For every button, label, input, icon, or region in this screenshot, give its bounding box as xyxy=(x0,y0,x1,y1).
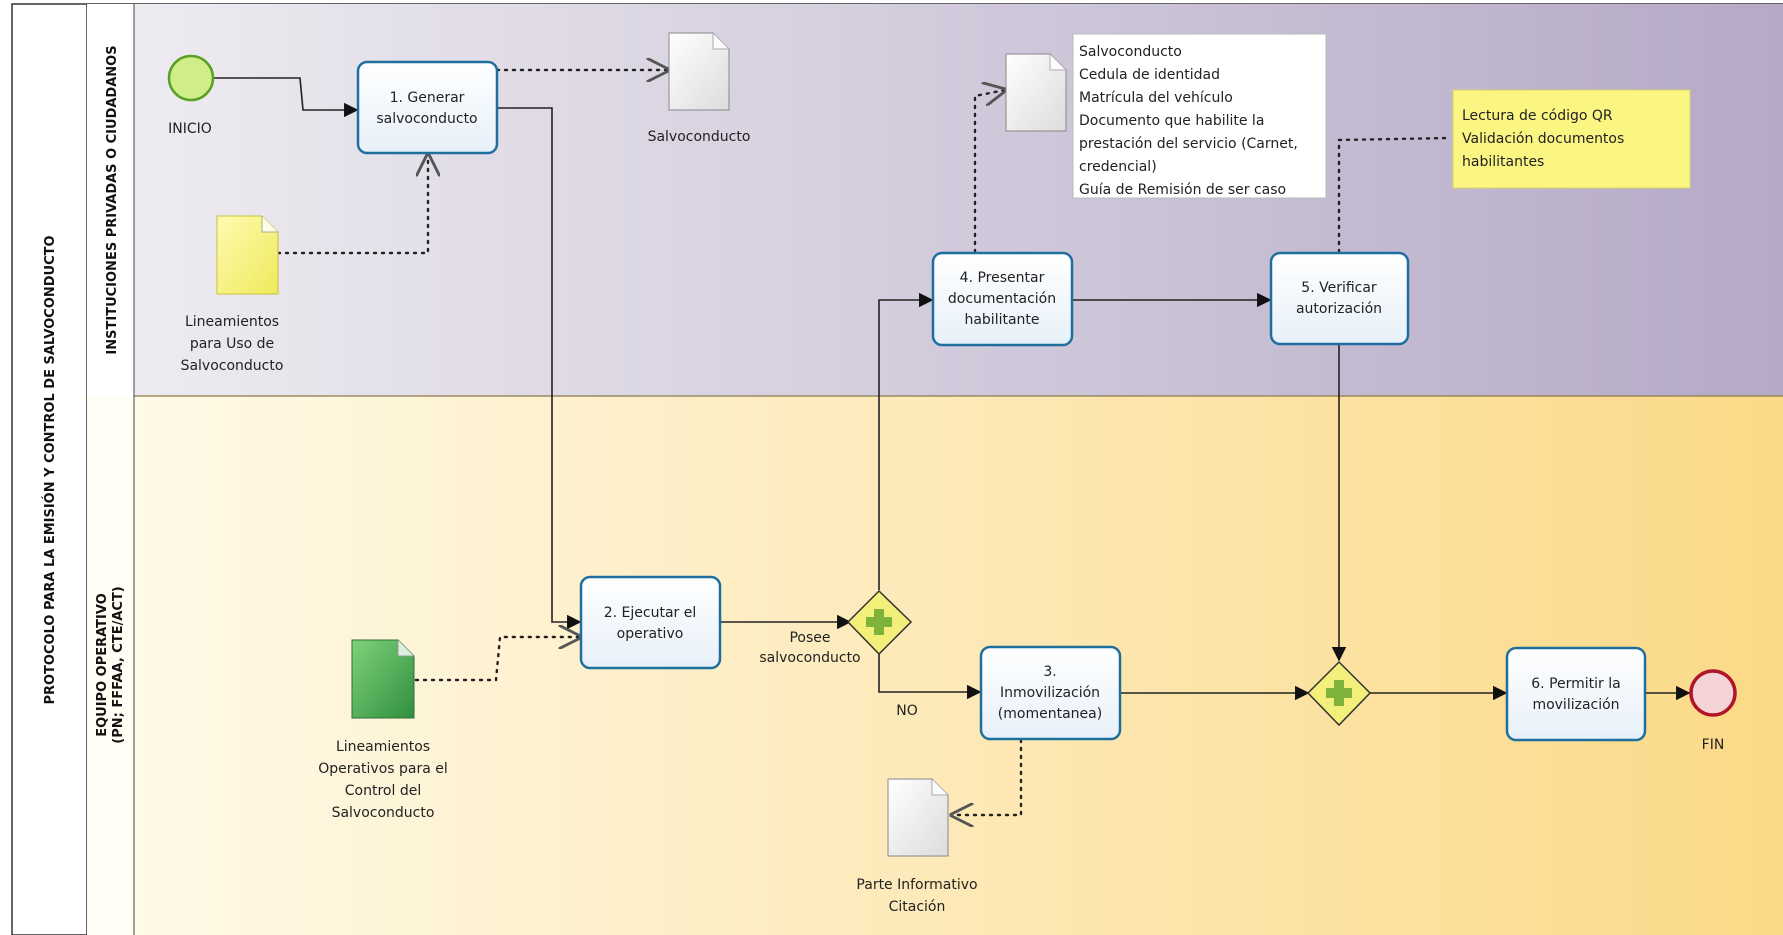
document-parte-informativo-icon[interactable] xyxy=(887,778,949,857)
lane-top-title: INSTITUCIONES PRIVADAS O CIUDADANOS xyxy=(105,45,120,354)
document-lineamientos-operativos-line2: Operativos para el xyxy=(318,761,448,777)
task-3-inmovilizacion[interactable]: 3. Inmovilización (momentanea) xyxy=(979,645,1122,741)
document-lineamientos-operativos-line1: Lineamientos xyxy=(336,739,430,755)
task-3-line2: Inmovilización xyxy=(1000,685,1100,701)
document-lineamientos-uso-icon[interactable] xyxy=(216,215,279,295)
task-5-line1: 5. Verificar xyxy=(1301,280,1377,296)
document-lineamientos-uso-line2: para Uso de xyxy=(190,336,274,352)
flow-label-posee-line2: salvoconducto xyxy=(759,650,860,666)
assoc-task4-document xyxy=(973,90,1005,254)
task-4-line2: documentación xyxy=(948,291,1056,307)
flow-label-posee-line1: Posee xyxy=(789,630,830,646)
task-5-line2: autorización xyxy=(1296,301,1382,317)
document-lineamientos-uso-line3: Salvoconducto xyxy=(181,358,284,374)
annotation-docs-line: Cedula de identidad xyxy=(1079,67,1220,83)
start-event[interactable] xyxy=(167,54,215,102)
task-4-line1: 4. Presentar xyxy=(960,270,1045,286)
document-lineamientos-operativos-line3: Control del xyxy=(345,783,421,799)
assoc-task5-qr-note xyxy=(1337,136,1452,254)
assoc-lineamientos-uso-task1 xyxy=(276,155,428,255)
pool-title: PROTOCOLO PARA LA EMISIÓN Y CONTROL DE S… xyxy=(42,235,58,704)
document-salvoconducto-icon[interactable] xyxy=(668,32,730,111)
flow-gateway1-to-task4 xyxy=(878,292,934,590)
end-event-label: FIN xyxy=(1702,737,1725,753)
annotation-qr-note: Lectura de código QR Validación document… xyxy=(1452,89,1691,189)
task-2-line2: operativo xyxy=(617,626,684,642)
lane-bottom-title-line2: (PN; FFFAA, CTE/ACT) xyxy=(111,586,126,744)
task-6-permitir-movilizacion[interactable]: 6. Permitir la movilización xyxy=(1505,646,1647,742)
assoc-lineamientos-operativos-task2 xyxy=(414,637,580,682)
end-event[interactable] xyxy=(1689,669,1737,717)
annotation-qr-line: habilitantes xyxy=(1462,154,1544,170)
annotation-docs-line: prestación del servicio (Carnet, xyxy=(1079,136,1298,152)
task-2-ejecutar-operativo[interactable]: 2. Ejecutar el operativo xyxy=(579,575,722,670)
task-1-generar-salvoconducto[interactable]: 1. Generar salvoconducto xyxy=(356,60,499,155)
annotation-qr-line: Validación documentos xyxy=(1462,131,1624,147)
task-5-verificar-autorizacion[interactable]: 5. Verificar autorización xyxy=(1269,251,1410,346)
flow-task1-to-task2 xyxy=(497,107,582,630)
parallel-gateway-2[interactable] xyxy=(1306,660,1372,727)
task-6-line1: 6. Permitir la xyxy=(1531,676,1620,692)
task-1-line1: 1. Generar xyxy=(390,90,465,106)
annotation-qr-line: Lectura de código QR xyxy=(1462,108,1613,124)
task-6-line2: movilización xyxy=(1532,697,1619,713)
task-1-line2: salvoconducto xyxy=(376,111,477,127)
flow-start-to-task1 xyxy=(213,77,359,118)
annotation-docs-list: Salvoconducto Cedula de identidad Matríc… xyxy=(1072,33,1327,199)
annotation-docs-line: Guía de Remisión de ser caso xyxy=(1079,182,1286,198)
task-4-presentar-documentacion[interactable]: 4. Presentar documentación habilitante xyxy=(931,251,1074,347)
flow-gateway1-to-task3 xyxy=(878,654,982,700)
annotation-docs-line: Salvoconducto xyxy=(1079,44,1182,60)
assoc-task3-parte-informativo xyxy=(952,738,1023,815)
flow-label-no: NO xyxy=(896,703,918,719)
task-3-line3: (momentanea) xyxy=(998,706,1102,722)
document-lineamientos-operativos-icon[interactable] xyxy=(351,639,415,719)
annotation-docs-line: Matrícula del vehículo xyxy=(1079,90,1233,106)
document-parte-informativo-line1: Parte Informativo xyxy=(856,877,977,893)
document-salvoconducto-label: Salvoconducto xyxy=(648,129,751,145)
lane-bottom-title-line1: EQUIPO OPERATIVO xyxy=(95,593,110,737)
lane-top-header xyxy=(87,4,134,396)
document-parte-informativo-line2: Citación xyxy=(889,899,946,915)
document-lineamientos-uso-line1: Lineamientos xyxy=(185,314,279,330)
document-presentacion-icon[interactable] xyxy=(1005,53,1067,132)
lane-bottom-header xyxy=(87,396,134,935)
start-event-label: INICIO xyxy=(168,121,212,137)
annotation-docs-line: Documento que habilite la xyxy=(1079,113,1264,129)
task-2-line1: 2. Ejecutar el xyxy=(604,605,697,621)
task-4-line3: habilitante xyxy=(964,312,1039,328)
task-3-line1: 3. xyxy=(1043,664,1056,680)
document-lineamientos-operativos-line4: Salvoconducto xyxy=(332,805,435,821)
annotation-docs-line: credencial) xyxy=(1079,159,1157,175)
parallel-gateway-1[interactable] xyxy=(846,589,913,656)
